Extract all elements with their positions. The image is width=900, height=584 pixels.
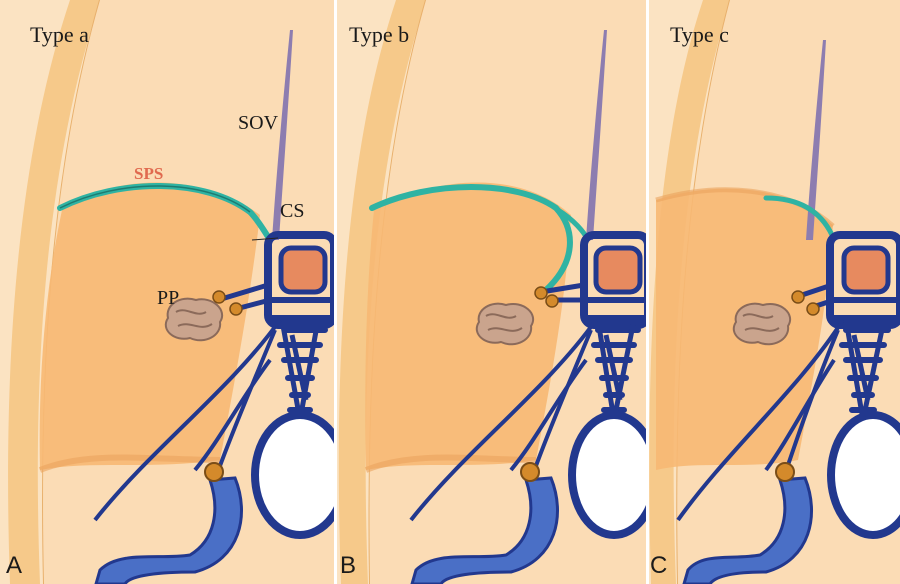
petrosal-bulb <box>776 463 794 481</box>
panel-c-title: Type c <box>670 22 729 48</box>
panel-c-letter: C <box>650 552 667 580</box>
petrosal-bulb <box>521 463 539 481</box>
panel-b-letter: B <box>340 552 356 580</box>
internal-jugular-foramen <box>255 415 336 535</box>
panel-b-title: Type b <box>349 22 409 48</box>
panel-type-b: Type b B <box>336 0 648 584</box>
sov-label: SOV <box>238 112 278 135</box>
petrosal-bulb <box>205 463 223 481</box>
internal-jugular-foramen <box>572 415 648 535</box>
panel-divider <box>646 0 649 584</box>
panel-a-title: Type a <box>30 22 89 48</box>
panel-a-letter: A <box>6 552 22 580</box>
panel-b-illustration <box>336 0 648 584</box>
sps-label: SPS <box>134 164 163 184</box>
cs-label: CS <box>280 200 304 223</box>
panel-type-a: Type a SOV SPS CS PP A <box>0 0 336 584</box>
panel-divider <box>334 0 337 584</box>
panel-type-c: Type c C <box>648 0 900 584</box>
internal-jugular-foramen <box>831 415 900 535</box>
pp-label: PP <box>157 287 179 310</box>
panel-c-illustration <box>648 0 900 584</box>
